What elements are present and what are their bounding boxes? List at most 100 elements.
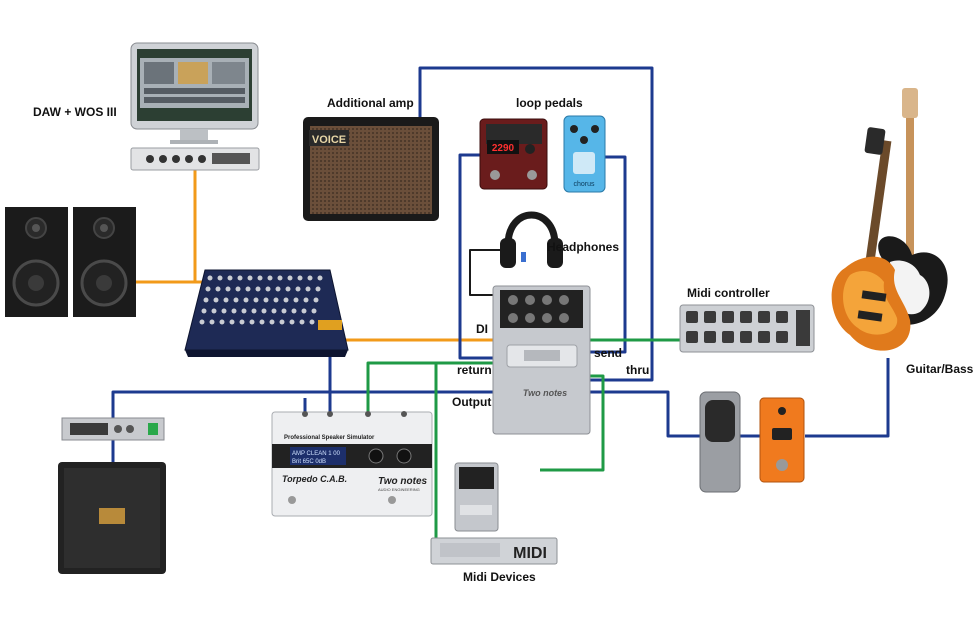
cable-green-thru xyxy=(540,374,605,472)
mixer-knob xyxy=(287,275,293,281)
label-thru: thru xyxy=(626,363,650,377)
midi-footswitch xyxy=(704,331,716,343)
mixer-knob xyxy=(281,308,287,314)
mixer-knob xyxy=(227,275,233,281)
cable-blue-amp xyxy=(418,66,654,382)
torpedo-cab: Professional Speaker Simulator AMP CLEAN… xyxy=(271,411,433,517)
mixer-knob xyxy=(285,286,291,292)
mixer-knob xyxy=(277,275,283,281)
mixer-knob xyxy=(283,297,289,303)
mixer-knob xyxy=(305,286,311,292)
torpedo-screen-line1: AMP CLEAN 1 00 xyxy=(292,451,341,457)
midi-footswitch xyxy=(776,331,788,343)
midi-footswitch xyxy=(722,331,734,343)
midi-footswitch xyxy=(776,311,788,323)
label-midi-controller: Midi controller xyxy=(687,286,770,300)
mixer-knob xyxy=(253,297,259,303)
mixer-knob xyxy=(239,319,245,325)
midi-footswitch xyxy=(704,311,716,323)
label-headphones: Headphones xyxy=(547,240,620,254)
mixer-knob xyxy=(205,286,211,292)
mixer-knob xyxy=(241,308,247,314)
mixer-knob xyxy=(231,308,237,314)
mixer-knob xyxy=(313,297,319,303)
mixer-knob xyxy=(279,319,285,325)
chorus-label: chorus xyxy=(573,181,595,188)
mixer-knob xyxy=(265,286,271,292)
mixer-knob xyxy=(237,275,243,281)
label-send: send xyxy=(594,346,623,360)
mixer-knob xyxy=(255,286,261,292)
label-guitar-bass: Guitar/Bass xyxy=(906,362,974,376)
label-midi-devices: Midi Devices xyxy=(463,570,536,584)
mixer-knob xyxy=(209,319,215,325)
label-di: DI xyxy=(476,322,488,336)
wah-pedal xyxy=(699,391,741,493)
cable-green-return xyxy=(366,361,493,412)
looper-display: 2290 xyxy=(492,143,515,154)
mixer-knob xyxy=(219,319,225,325)
label-daw: DAW + WOS III xyxy=(33,105,117,119)
mixer-knob xyxy=(203,297,209,303)
mixer-knob xyxy=(273,297,279,303)
mixer-knob xyxy=(225,286,231,292)
label-additional-amp: Additional amp xyxy=(327,96,414,110)
mixer-knob xyxy=(235,286,241,292)
mixer-knob xyxy=(221,308,227,314)
mixer-knob xyxy=(295,286,301,292)
orange-pedal xyxy=(759,397,805,483)
mixer-knob xyxy=(291,308,297,314)
mixer-knob xyxy=(309,319,315,325)
midi-footswitch xyxy=(740,311,752,323)
torpedo-brand: Two notes xyxy=(378,476,428,487)
torpedo-name: Torpedo C.A.B. xyxy=(282,474,347,484)
mixer-knob xyxy=(233,297,239,303)
mixer-knob xyxy=(297,275,303,281)
power-amp xyxy=(61,417,165,441)
loadbox-brand: Two notes xyxy=(523,388,567,398)
looper-pedal: 2290 xyxy=(479,118,548,190)
mixer-knob xyxy=(317,275,323,281)
mixer-knob xyxy=(275,286,281,292)
midi-box-label: MIDI xyxy=(513,545,547,562)
cable-blue-guitar xyxy=(590,390,700,438)
mixer-knob xyxy=(257,275,263,281)
midi-footswitch xyxy=(686,311,698,323)
mixer-knob xyxy=(303,297,309,303)
daw-monitor xyxy=(130,42,259,144)
mixer-knob xyxy=(243,297,249,303)
mixer-knob xyxy=(311,308,317,314)
cable-blue-poweramp xyxy=(111,390,493,420)
mixer-knob xyxy=(261,308,267,314)
midi-devices: MIDI xyxy=(430,462,558,565)
additional-amp: VOICE xyxy=(303,117,439,221)
torpedo-sub: AUDIO ENGINEERING xyxy=(378,487,420,492)
mixer-knob xyxy=(215,286,221,292)
mixer-knob xyxy=(223,297,229,303)
mixer-knob xyxy=(301,308,307,314)
mixer-knob xyxy=(259,319,265,325)
mixer-knob xyxy=(315,286,321,292)
mixer-knob xyxy=(245,286,251,292)
chorus-pedal: chorus xyxy=(563,115,606,193)
amp-badge: VOICE xyxy=(312,134,346,146)
mixer-knob xyxy=(199,319,205,325)
label-loop-pedals: loop pedals xyxy=(516,96,583,110)
mixer-knob xyxy=(263,297,269,303)
mixer-knob xyxy=(269,319,275,325)
midi-footswitch xyxy=(758,311,770,323)
mixer-knob xyxy=(271,308,277,314)
guitar-bass xyxy=(831,88,948,351)
mixer-knob xyxy=(251,308,257,314)
midi-footswitch xyxy=(740,331,752,343)
wos-interface xyxy=(130,147,260,171)
mixer-knob xyxy=(293,297,299,303)
midi-footswitch xyxy=(758,331,770,343)
torpedo-screen-line2: Brit 65C 0dB xyxy=(292,459,326,465)
midi-footswitch xyxy=(686,331,698,343)
mixer-knob xyxy=(299,319,305,325)
mixer-knob xyxy=(217,275,223,281)
mixer-knob xyxy=(249,319,255,325)
cables xyxy=(111,66,890,540)
mixer-knob xyxy=(267,275,273,281)
